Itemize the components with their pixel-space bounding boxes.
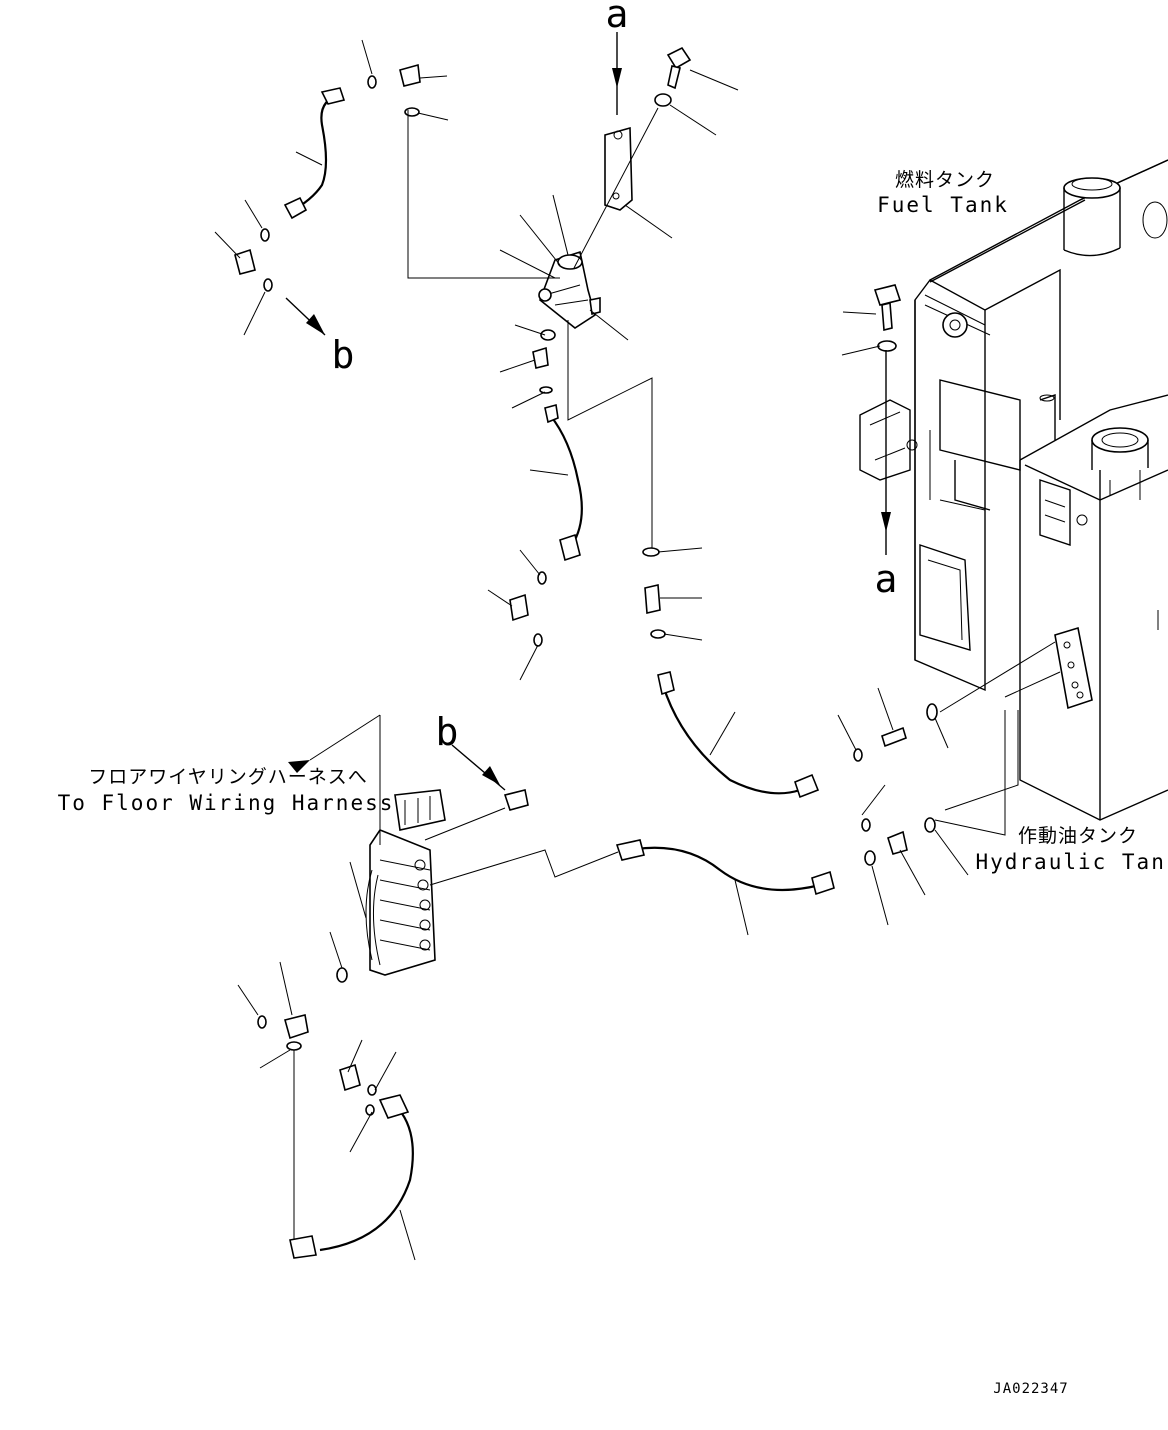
hose-top-left [283,87,346,220]
ref-b-left: b [332,333,355,377]
hydraulic-tank-label-en: Hydraulic Tank [975,850,1168,874]
fuel-tank [859,159,1168,692]
hose-middle-vertical [544,403,583,562]
hose-bottom-loop [289,1094,414,1259]
bracket [604,126,633,211]
hydraulic-tank [1019,394,1168,821]
fuel-tank-label-en: Fuel Tank [877,193,1009,217]
solenoid-valve-block [365,789,446,976]
drawing-code: JA022347 [993,1381,1068,1397]
hose-right-loop [657,671,820,799]
tank-bolt [873,284,902,352]
ref-a-bottom: a [875,557,898,601]
top-bolt [654,46,692,107]
floor-harness-label-en: To Floor Wiring Harness [58,791,395,815]
ref-a-top: a [606,0,629,36]
fittings [234,63,938,1116]
floor-harness-label-jp: フロアワイヤリングハーネスへ [88,766,367,788]
arrows [285,32,891,791]
ref-b-center: b [436,710,459,754]
fuel-tank-label-jp: 燃料タンク [895,169,995,191]
hose-lower-center [615,839,835,896]
hydraulic-tank-label-jp: 作動油タンク [1018,825,1138,847]
solenoid-valve [538,250,601,329]
leader-lines [214,39,1061,1261]
